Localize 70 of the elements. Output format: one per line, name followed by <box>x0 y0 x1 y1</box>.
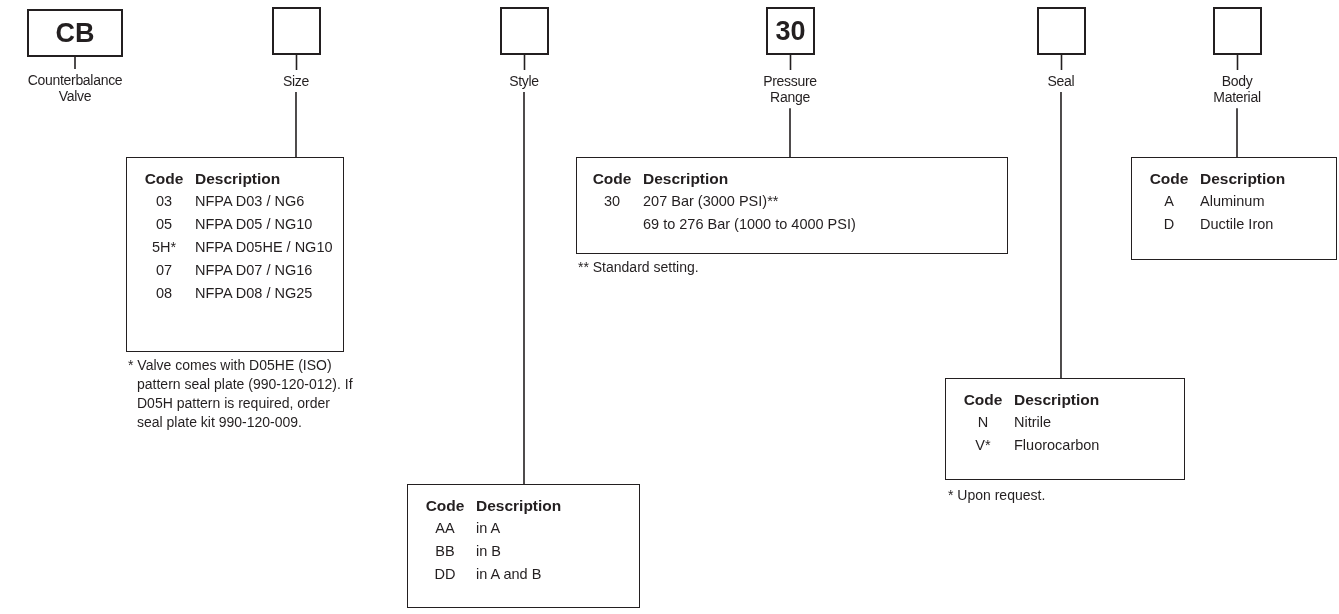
connector-line <box>1060 54 1063 71</box>
footnote: * Valve comes with D05HE (ISO) pattern seal plate (990-120-012). If D05H pattern is required, order seal plate kit 990-120-009. <box>128 356 354 432</box>
code-table <box>945 378 1185 480</box>
connector-line <box>789 54 792 71</box>
code-box <box>272 7 321 55</box>
description-text: NFPA D08 / NG25 <box>195 285 314 302</box>
column-header: Description <box>1014 391 1101 408</box>
footnote: * Upon request. <box>948 486 1047 505</box>
field-label: Size <box>282 73 309 90</box>
field-label: Style <box>509 73 539 90</box>
column-header: Code <box>591 170 633 187</box>
connector-line <box>1236 107 1238 159</box>
code-value: A <box>1163 193 1175 210</box>
description-text: NFPA D03 / NG6 <box>195 193 306 210</box>
code-table <box>576 157 1008 254</box>
code-table <box>1131 157 1337 260</box>
column-header: Code <box>143 170 185 187</box>
code-value: D <box>1162 216 1176 233</box>
description-text: NFPA D07 / NG16 <box>195 262 314 279</box>
description-text: in A <box>476 520 502 537</box>
field-label: Seal <box>1047 73 1075 90</box>
code-value: 08 <box>154 285 174 302</box>
code-text: 30 <box>775 15 806 47</box>
column-header: Description <box>195 170 282 187</box>
column-header: Description <box>476 497 563 514</box>
code-box <box>27 9 123 57</box>
column-header: Code <box>424 497 466 514</box>
code-table <box>407 484 640 608</box>
description-text: in B <box>476 543 502 560</box>
description-text: 207 Bar (3000 PSI)** <box>643 193 780 210</box>
description-text: 69 to 276 Bar (1000 to 4000 PSI) <box>643 216 857 233</box>
description-text: Nitrile <box>1014 414 1053 431</box>
code-value: N <box>976 414 990 431</box>
column-header: Code <box>962 391 1004 408</box>
code-value: BB <box>434 543 456 560</box>
field-label: Counterbalance Valve <box>26 72 124 105</box>
code-box <box>1037 7 1086 55</box>
code-value: 05 <box>154 216 174 233</box>
footnote: ** Standard setting. <box>578 258 700 277</box>
field-label: Pressure Range <box>762 73 818 106</box>
code-table <box>126 157 344 352</box>
description-text: NFPA D05 / NG10 <box>195 216 314 233</box>
code-box <box>766 7 815 55</box>
description-text: Fluorocarbon <box>1014 437 1101 454</box>
column-header: Description <box>643 170 730 187</box>
column-header: Code <box>1148 170 1190 187</box>
field-label: Body Material <box>1212 73 1262 106</box>
code-value: V* <box>974 437 992 454</box>
code-value: 30 <box>602 193 622 210</box>
description-text: in A and B <box>476 566 543 583</box>
description-text: NFPA D05HE / NG10 <box>195 239 334 256</box>
description-text: Aluminum <box>1200 193 1266 210</box>
connector-line <box>1236 54 1239 71</box>
description-text: Ductile Iron <box>1200 216 1275 233</box>
code-text: CB <box>55 17 95 49</box>
code-value: 07 <box>154 262 174 279</box>
column-header: Description <box>1200 170 1287 187</box>
code-value: 03 <box>154 193 174 210</box>
code-value: AA <box>434 520 456 537</box>
connector-line <box>295 91 297 159</box>
code-box <box>500 7 549 55</box>
connector-line <box>789 107 791 159</box>
connector-line <box>1060 91 1062 380</box>
connector-line <box>295 54 298 71</box>
code-value: 5H* <box>150 239 178 256</box>
connector-line <box>74 56 76 70</box>
connector-line <box>523 54 526 71</box>
connector-line <box>523 91 525 486</box>
code-value: DD <box>433 566 457 583</box>
code-box <box>1213 7 1262 55</box>
